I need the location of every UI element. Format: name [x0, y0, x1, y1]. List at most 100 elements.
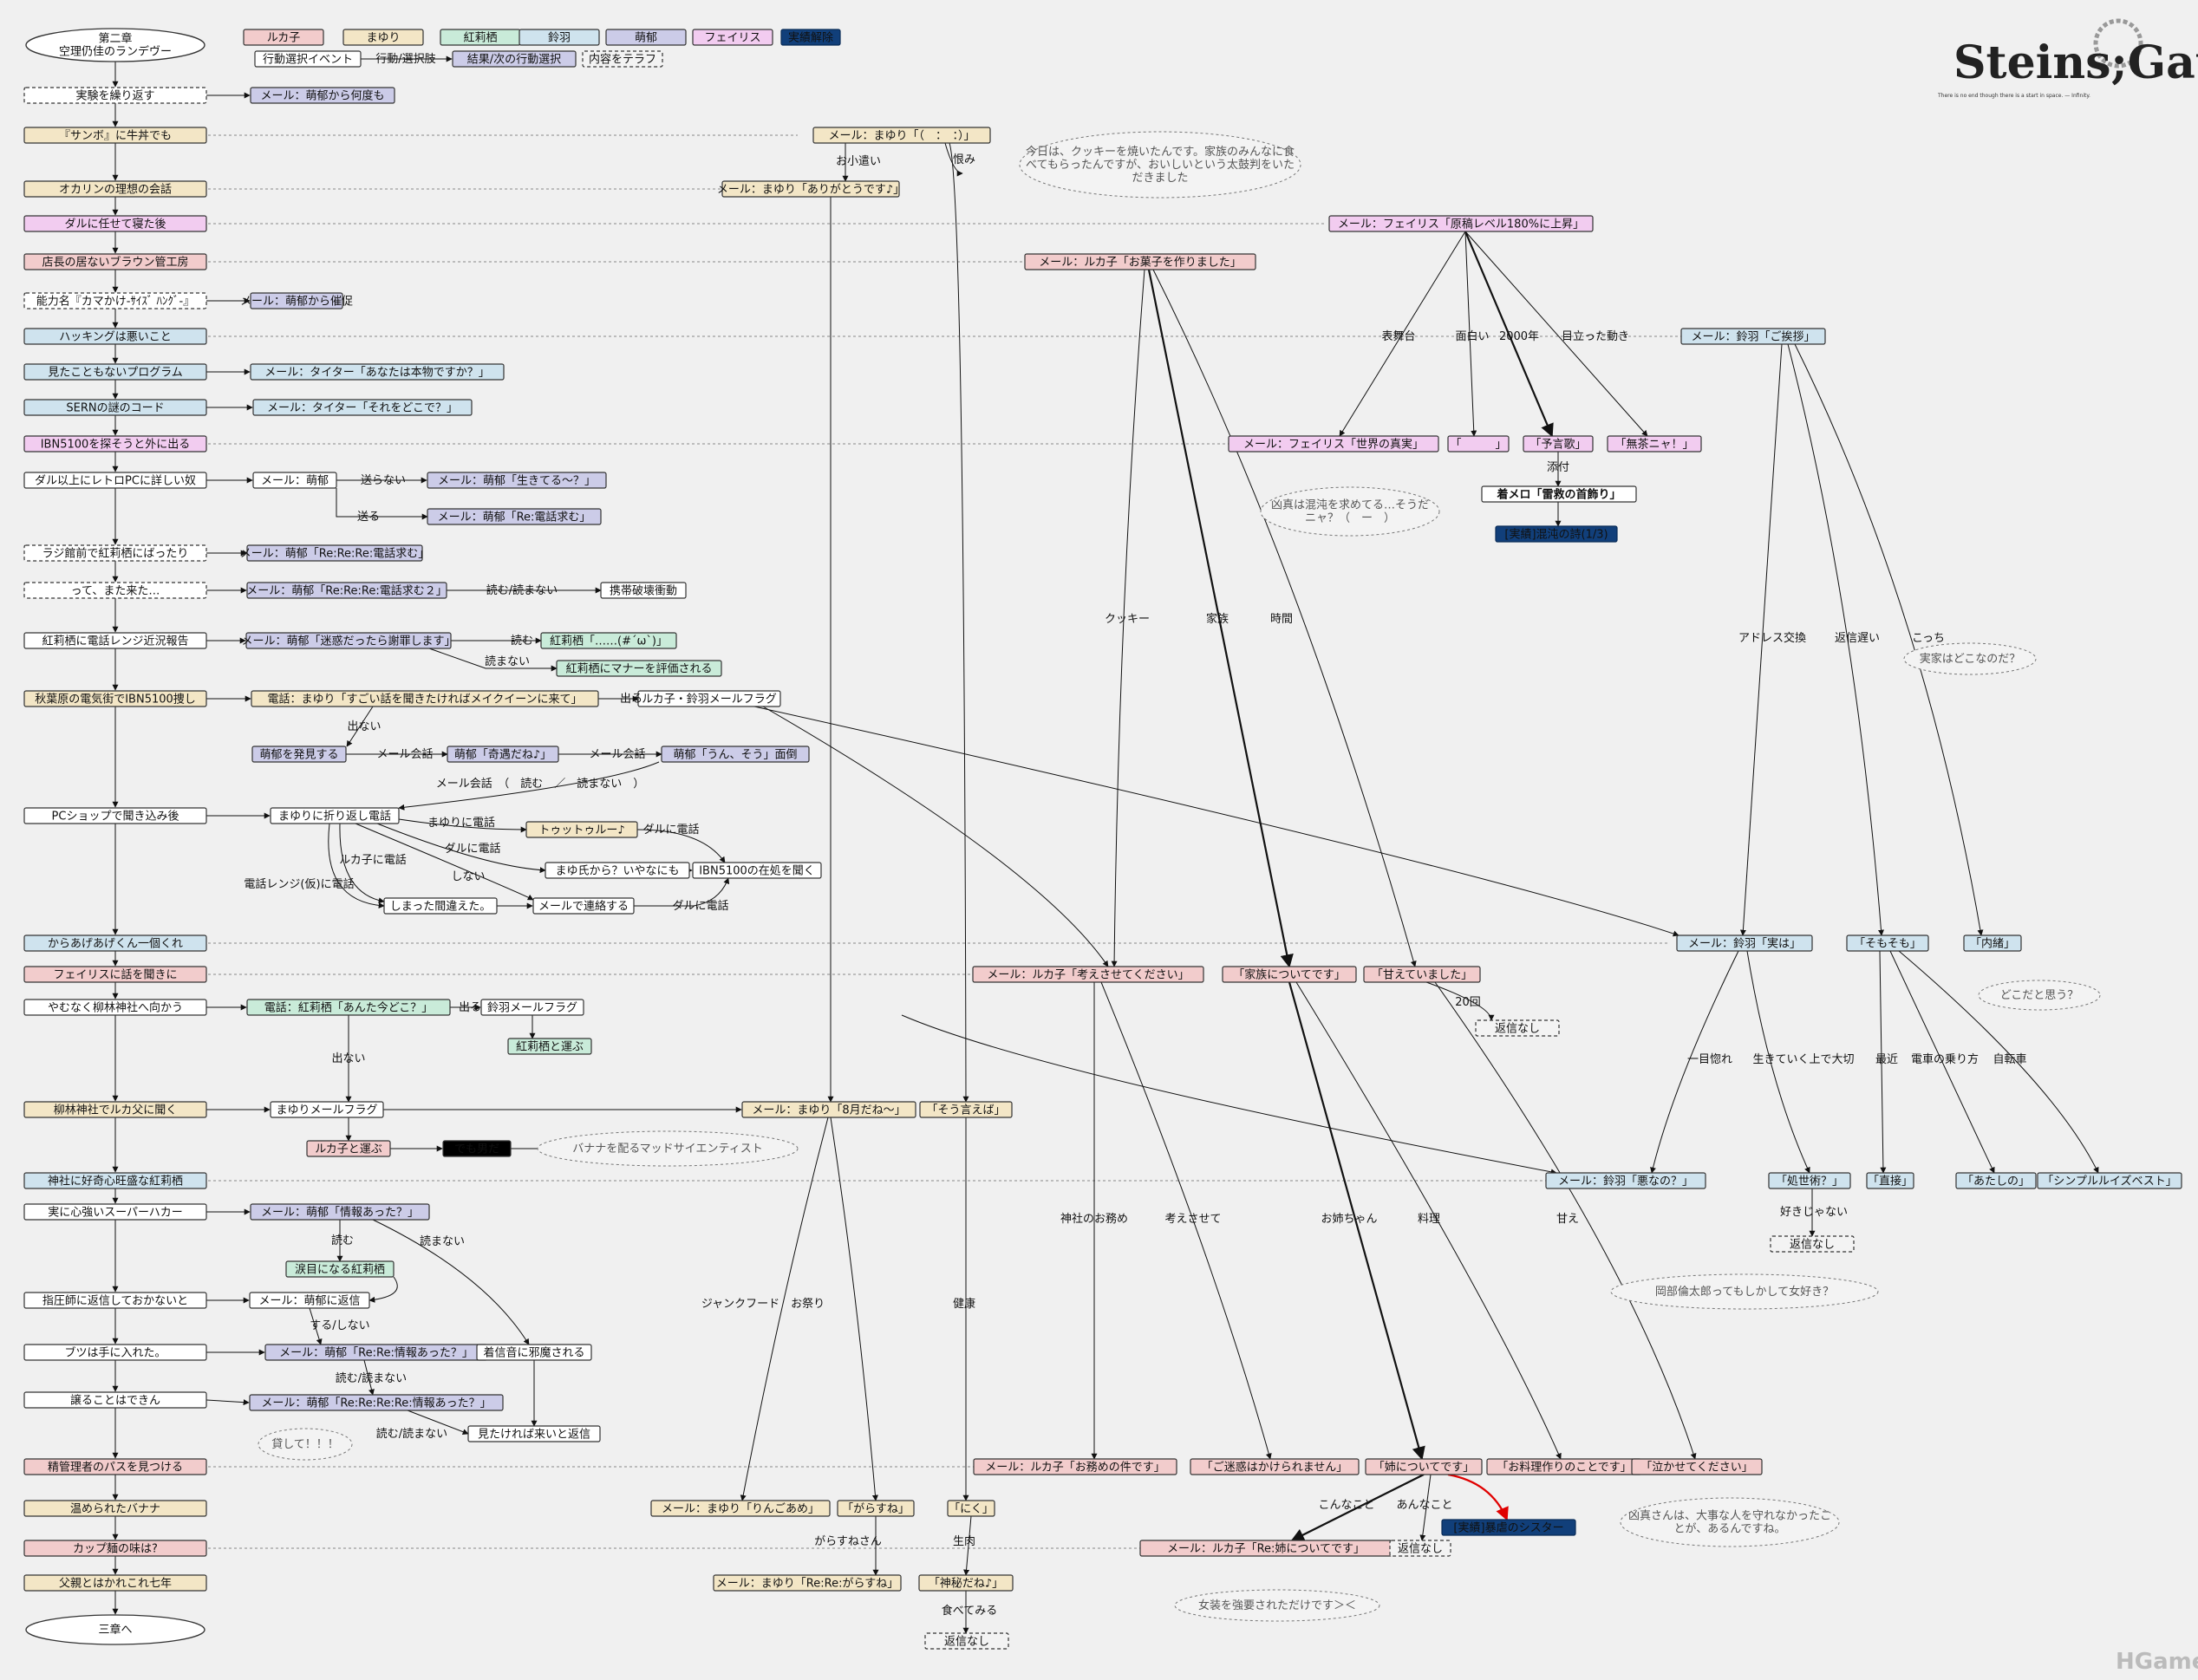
node-m-mayu-arigatou: メール：まゆり「ありがとうです♪」: [717, 180, 904, 198]
node-label: 「お料理作りのことです」: [1497, 1462, 1632, 1475]
node-main-11: ラジ館前で紅莉栖にばったり: [23, 544, 207, 562]
node-main-25: 精管理者のパスを見つける: [23, 1458, 207, 1475]
node-legend-0: ルカ子: [243, 29, 324, 46]
note-text: 今日は、クッキーを焼いたんです。家族のみんなに食: [1026, 145, 1295, 159]
edge-label-omoshiroi: 面白い: [1455, 329, 1489, 343]
edge: [1794, 343, 1984, 936]
node-label: 鈴羽メールフラグ: [487, 1002, 577, 1015]
node-main-14: 秋葉原の電気街でIBN5100捜し: [23, 690, 207, 707]
node-kuri-hakobu: 紅莉栖と運ぶ: [507, 1038, 592, 1055]
node-label: 神社に好奇心旺盛な紅莉栖: [48, 1175, 183, 1188]
edge: [1419, 1474, 1432, 1541]
node-main-6: ハッキングは悪いこと: [23, 328, 207, 345]
gear-icon: [2093, 18, 2143, 68]
node-m-suzu-warui: メール：鈴羽「悪なの？」: [1545, 1172, 1706, 1189]
node-box: [1523, 435, 1594, 453]
note-bubble: [1978, 980, 2101, 1011]
edge-label-mail-kaiwa-sel: メール会話 （ 読む ／ 読まない ）: [436, 777, 645, 791]
node-box: [918, 1574, 1014, 1592]
node-label: 返信なし: [1790, 1239, 1835, 1252]
edge-label-jikan: 時間: [1270, 613, 1293, 626]
node-legend-6: 実績解除: [780, 29, 841, 46]
node-legend-3: 鈴羽: [519, 29, 600, 46]
node-box: [23, 1203, 207, 1221]
note-banana-note: バナナを配るマッドサイエンティスト: [537, 1130, 799, 1167]
node-label: メール：萌郁「Re:Re:Re:Re:情報あった？」: [261, 1397, 491, 1410]
node-label: メール：萌郁「生きてる～？」: [438, 475, 596, 488]
node-main-0: 実験を繰り返す: [23, 87, 207, 104]
node-m-suzu-jitsuha: メール：鈴羽「実は」: [1676, 934, 1813, 952]
node-main-16: からあげあげくん一個くれ: [23, 934, 207, 952]
node-label: IBN5100の在処を聞く: [699, 865, 815, 878]
node-label: 「そう言えば」: [926, 1104, 1005, 1117]
edge: [1464, 231, 1477, 437]
note-bubble: [1903, 642, 2037, 675]
node-label: 「内緒」: [1970, 937, 2015, 951]
edge-label-mail-kaiwa: メール会話: [589, 747, 645, 761]
note-text: 貸して！！！: [271, 1437, 339, 1451]
node-label: メール：萌郁「Re:Re:情報あった？」: [279, 1347, 473, 1360]
node-suzu-chokusetsu: 「直接」: [1866, 1172, 1914, 1189]
node-flag-mayu: まゆりメールフラグ: [270, 1101, 384, 1118]
node-keitai-hakai: 携帯破壊衝動: [600, 582, 687, 599]
node-label: 「がらすね」: [842, 1503, 910, 1516]
node-m-ruka-otsutome: メール：ルカ子「お務めの件です」: [973, 1458, 1177, 1475]
node-label: 「にく」: [949, 1503, 994, 1516]
node-label: 内容をテラフ: [589, 53, 656, 67]
node-box: [1846, 934, 1929, 952]
node-kuri-emoji: 紅莉栖「……(#´ω`)」: [540, 632, 677, 649]
node-label: 鈴羽: [548, 32, 571, 45]
node-label: って、また来た…: [71, 585, 160, 598]
node-label: 見たければ来いと返信: [478, 1429, 590, 1442]
node-label: 温められたバナナ: [70, 1503, 160, 1516]
edge: [346, 706, 374, 747]
note-bubble: [1174, 1589, 1380, 1622]
edge-label-kocchi: こっち: [1912, 632, 1945, 645]
node-m-moe-jouhou: メール：萌郁「情報あった？」: [250, 1203, 430, 1221]
node-label: 「無茶ニャ！」: [1614, 438, 1693, 452]
node-box: [23, 1458, 207, 1475]
node-m-moe-saisoku: メール：萌郁から催促: [240, 292, 353, 309]
node-mayu-orikaeshi: まゆりに折り返し電話: [270, 807, 400, 824]
node-box: [1963, 934, 2022, 952]
flow-edges: [112, 55, 2099, 1634]
node-box: [924, 1632, 1009, 1650]
edge-label-kenkou: 健康: [953, 1297, 975, 1311]
node-label: 電話：まゆり「すごい話を聞きたければメイクイーンに来て」: [267, 693, 582, 707]
node-box: [713, 1574, 902, 1592]
edge-label-hyoubutai: 表舞台: [1381, 330, 1415, 343]
node-label: メール：まゆり「8月だね～」: [752, 1104, 905, 1117]
node-main-10: ダル以上にレトロPCに詳しい奴: [23, 472, 207, 489]
edge-label-shinai: しない: [451, 870, 485, 883]
note-text: だきました: [1132, 172, 1188, 185]
node-shimatta: しまった間違えた。: [383, 897, 498, 915]
edge: [1111, 269, 1145, 967]
edge-label-jitensha: 自転車: [1993, 1053, 2026, 1066]
node-label: ダル以上にレトロPCに詳しい奴: [35, 474, 196, 488]
node-box: [1495, 525, 1618, 543]
note-bubble: [1019, 131, 1301, 199]
node-label: メール：鈴羽「実は」: [1688, 937, 1801, 951]
edge-label-denwa-range: 電話レンジ(仮)に電話: [244, 877, 354, 891]
node-ruka-ryouri: 「お料理作りのことです」: [1486, 1458, 1642, 1475]
note-text: 実家はどこなのだ？: [1920, 652, 2021, 666]
node-box: [23, 1391, 207, 1409]
node-label: 紅莉栖にマナーを評価される: [565, 663, 712, 676]
node-box: [540, 632, 677, 649]
node-suzu-naisho: 「内緒」: [1963, 934, 2022, 952]
node-box: [973, 1458, 1177, 1475]
node-main-8: SERNの謎のコード: [23, 399, 207, 416]
node-label: メール：ルカ子「Re:姉についてです」: [1167, 1543, 1365, 1556]
node-box: [23, 292, 207, 309]
note-bubble: [258, 1428, 353, 1461]
edge-label-okozukai: お小遣い: [836, 155, 881, 168]
node-m-moe-henshin: メール：萌郁に返信: [249, 1292, 370, 1309]
note-text: 岡部倫太郎ってもしかして女好き？: [1655, 1285, 1834, 1299]
edge: [1288, 981, 1425, 1461]
node-m-mayu-kao: メール：まゆり「（ ： ：）」: [812, 127, 991, 144]
node-box: [1389, 1540, 1451, 1557]
node-box: [1222, 966, 1357, 983]
node-main-7: 見たこともないプログラム: [23, 363, 207, 381]
